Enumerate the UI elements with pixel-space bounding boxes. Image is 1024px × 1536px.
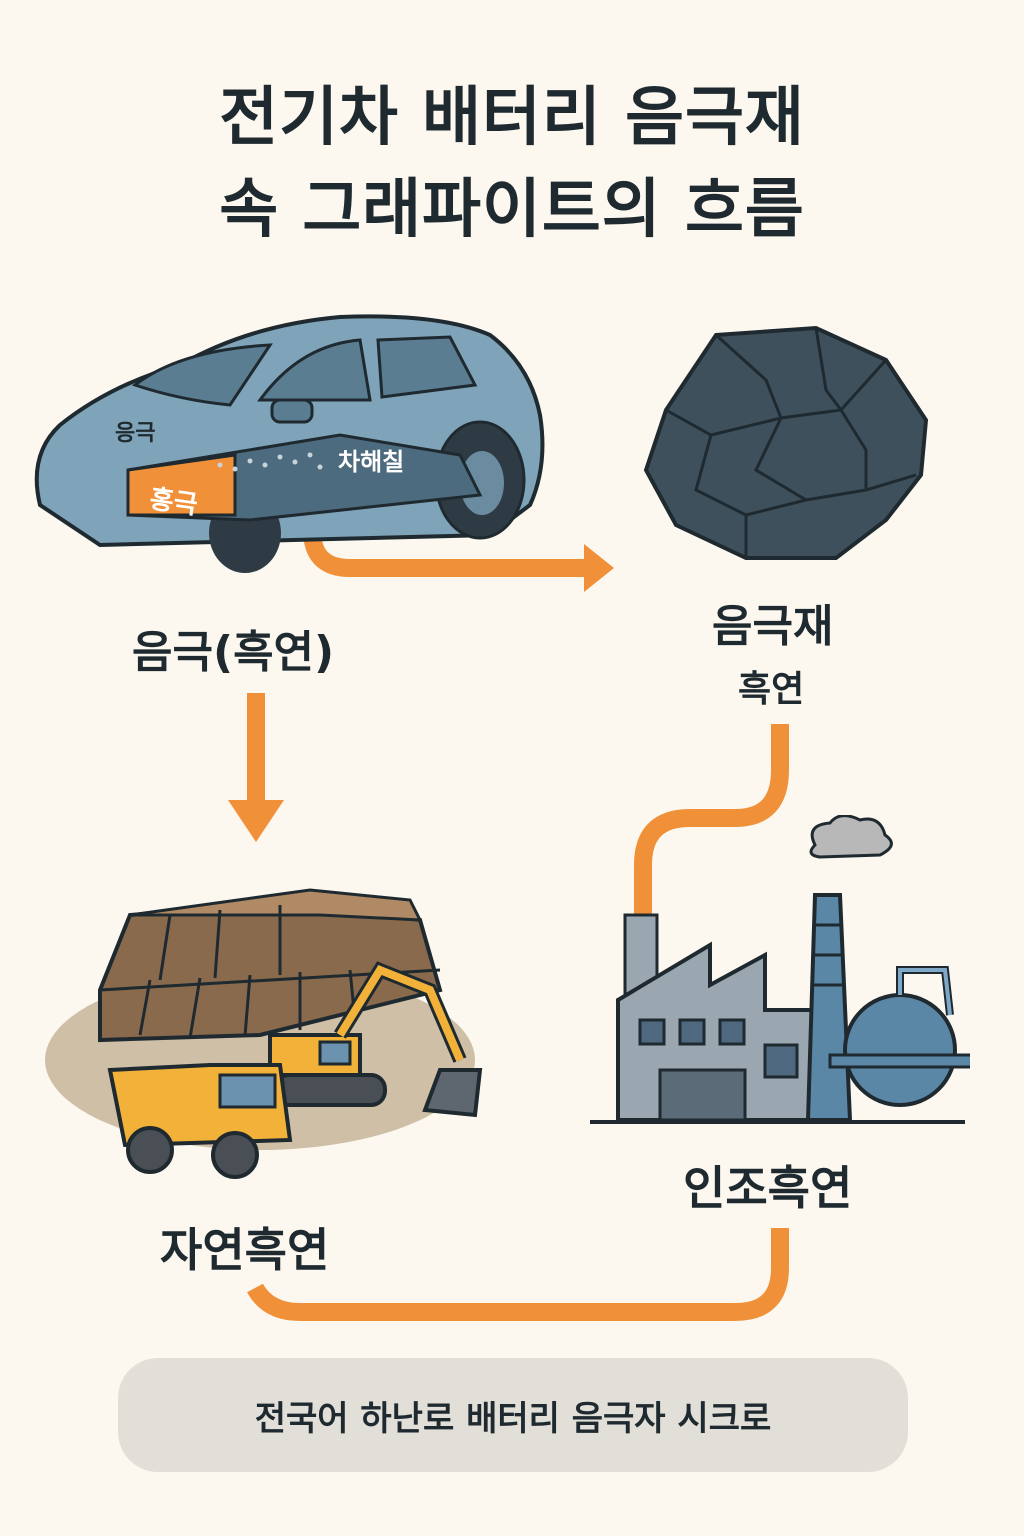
car-caption: 음극(흑연): [132, 627, 335, 678]
synthetic-graphite-factory-illustration: [590, 815, 970, 1124]
anode-material-subcaption: 흑연: [738, 669, 805, 710]
graphite-mine-illustration: [45, 888, 483, 1179]
battery-side-label: 차해칠: [338, 448, 404, 476]
page-title: 전기차 배터리 음극재 속 그래파이트의 흐름: [0, 72, 1024, 256]
anode-material-caption: 음극재: [712, 601, 834, 652]
title-line-1: 전기차 배터리 음극재: [219, 81, 805, 155]
title-line-2: 속 그래파이트의 흐름: [219, 173, 805, 247]
natural-graphite-caption: 자연흑연: [160, 1223, 330, 1277]
graphite-rock-illustration: [643, 325, 929, 560]
car-body-label: 응극: [115, 421, 155, 446]
footer-text: 전국어 하난로 배터리 음극자 시크로: [254, 1398, 772, 1439]
arrow-down-to-natural: [228, 693, 284, 842]
connector-natural-to-synthetic: [247, 1228, 789, 1321]
synthetic-graphite-caption: 인조흑연: [683, 1161, 853, 1215]
ev-car-illustration: 응극 홍극 차해칠: [34, 314, 545, 573]
footer-note: 전국어 하난로 배터리 음극자 시크로: [118, 1358, 908, 1472]
battery-front-label: 홍극: [148, 484, 200, 520]
